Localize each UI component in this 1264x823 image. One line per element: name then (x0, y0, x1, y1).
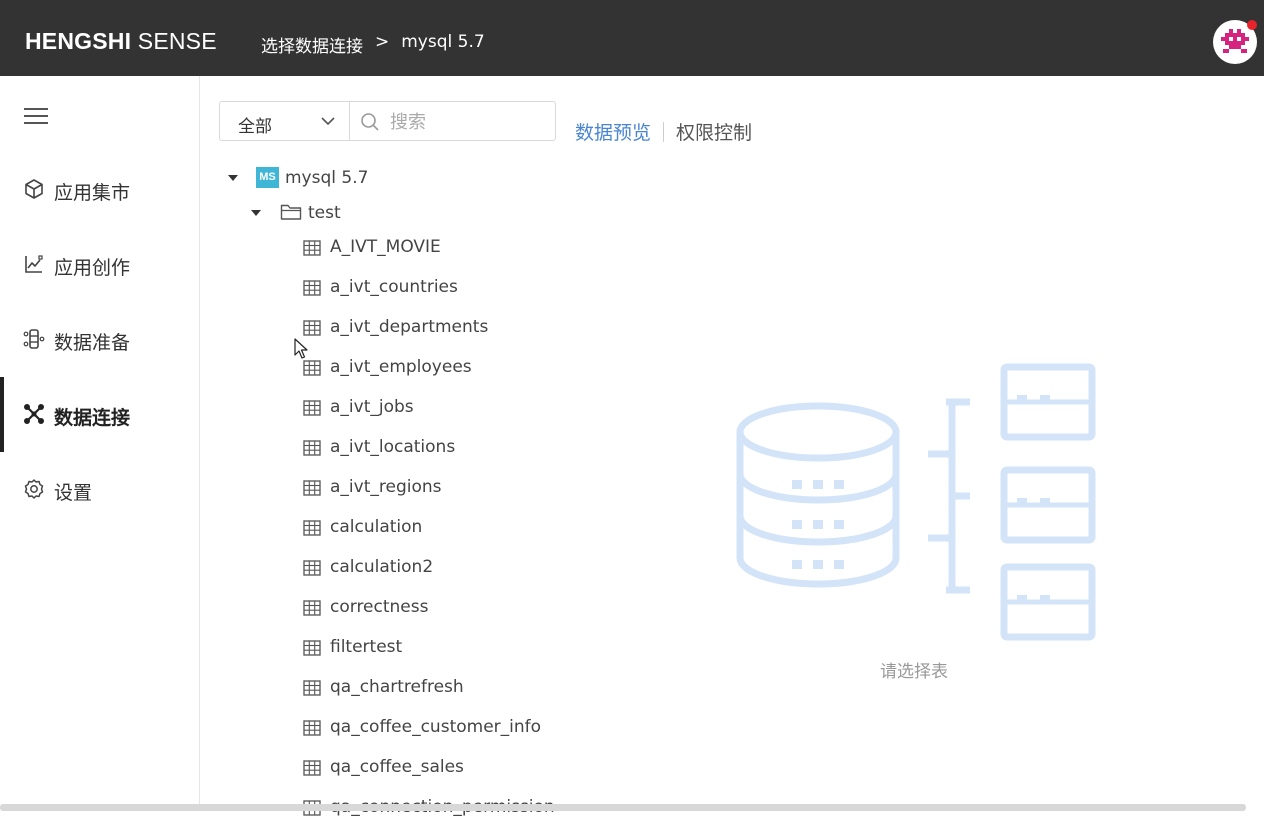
table-name: qa_chartrefresh (330, 677, 464, 697)
table-name: a_ivt_locations (330, 437, 456, 457)
mysql-badge-icon: MS (256, 167, 279, 188)
empty-state-text: 请选择表 (880, 662, 948, 682)
table-icon (303, 480, 321, 496)
table-row[interactable]: a_ivt_locations (303, 433, 563, 463)
table-name: a_ivt_departments (330, 317, 489, 337)
table-icon (303, 280, 321, 296)
table-name: a_ivt_regions (330, 477, 442, 497)
menu-toggle-icon[interactable] (24, 108, 48, 124)
horizontal-scrollbar[interactable] (0, 804, 1246, 811)
breadcrumb: 选择数据连接 > mysql 5.7 (261, 32, 485, 57)
search-input[interactable] (390, 108, 550, 136)
search-box (349, 101, 556, 141)
user-avatar[interactable] (1213, 20, 1257, 64)
sidebar-item-label: 设置 (54, 482, 93, 504)
table-icon (303, 320, 321, 336)
schema-name: test (308, 203, 341, 223)
table-icon (303, 760, 321, 776)
sidebar-item-label: 数据连接 (54, 407, 131, 429)
table-icon (303, 360, 321, 376)
table-icon (303, 600, 321, 616)
caret-down-icon[interactable] (251, 210, 261, 216)
filter-select-value: 全部 (238, 117, 272, 137)
table-icon (303, 640, 321, 656)
tab-divider (663, 121, 665, 142)
table-icon (303, 400, 321, 416)
sidebar-item-settings[interactable]: 设置 (0, 452, 200, 527)
table-row[interactable]: a_ivt_countries (303, 273, 563, 303)
cube-icon (25, 179, 43, 199)
table-row[interactable]: qa_coffee_customer_info (303, 713, 563, 743)
table-row[interactable]: A_IVT_MOVIE (303, 233, 563, 263)
breadcrumb-select-connection[interactable]: 选择数据连接 (261, 37, 363, 57)
table-name: calculation2 (330, 557, 434, 577)
app-logo[interactable]: HENGSHI SENSE (25, 28, 217, 54)
tab-permission-control[interactable]: 权限控制 (676, 122, 753, 144)
table-name: filtertest (330, 637, 403, 657)
table-name: qa_coffee_sales (330, 757, 464, 777)
folder-icon (280, 204, 302, 220)
table-row[interactable]: calculation2 (303, 553, 563, 583)
sidebar-item-data-connection[interactable]: 数据连接 (0, 377, 200, 452)
tree-node-connection[interactable]: MS mysql 5.7 (228, 163, 428, 193)
table-name: A_IVT_MOVIE (330, 237, 441, 257)
tree-node-schema[interactable]: test (251, 198, 411, 228)
chart-edit-icon (25, 255, 43, 273)
table-row[interactable]: qa_chartrefresh (303, 673, 563, 703)
table-name: a_ivt_jobs (330, 397, 414, 417)
database-illustration-icon (736, 363, 1096, 641)
sidebar-item-app-creation[interactable]: 应用创作 (0, 227, 200, 302)
sidebar-item-app-market[interactable]: 应用集市 (0, 152, 200, 227)
sidebar-item-label: 应用集市 (54, 182, 131, 204)
caret-down-icon[interactable] (228, 175, 238, 181)
table-row[interactable]: calculation (303, 513, 563, 543)
table-name: correctness (330, 597, 429, 617)
table-icon (303, 520, 321, 536)
table-name: calculation (330, 517, 423, 537)
gear-icon (24, 479, 44, 499)
table-row[interactable]: filtertest (303, 633, 563, 663)
avatar-icon (1221, 29, 1249, 53)
connection-name: mysql 5.7 (285, 168, 369, 188)
connection-icon (24, 404, 44, 424)
breadcrumb-current: mysql 5.7 (401, 32, 485, 52)
notification-dot (1247, 20, 1257, 30)
sidebar-item-label: 应用创作 (54, 257, 131, 279)
top-bar: HENGSHI SENSE 选择数据连接 > mysql 5.7 (0, 0, 1264, 76)
sidebar-item-label: 数据准备 (54, 332, 131, 354)
table-name: a_ivt_countries (330, 277, 458, 297)
table-icon (303, 560, 321, 576)
view-tabs: 数据预览 权限控制 (575, 118, 752, 145)
table-row[interactable]: a_ivt_regions (303, 473, 563, 503)
table-row[interactable]: qa_coffee_sales (303, 753, 563, 783)
sidebar-item-data-prep[interactable]: 数据准备 (0, 302, 200, 377)
breadcrumb-separator: > (375, 32, 390, 52)
table-name: qa_coffee_customer_info (330, 717, 542, 737)
table-row[interactable]: a_ivt_jobs (303, 393, 563, 423)
table-icon (303, 240, 321, 256)
table-row[interactable]: correctness (303, 593, 563, 623)
chevron-down-icon (321, 117, 335, 126)
table-row[interactable]: a_ivt_departments (303, 313, 563, 343)
table-icon (303, 680, 321, 696)
table-name: a_ivt_employees (330, 357, 472, 377)
mouse-cursor-icon (294, 338, 308, 359)
tab-data-preview[interactable]: 数据预览 (575, 122, 652, 144)
table-icon (303, 720, 321, 736)
table-row[interactable]: a_ivt_employees (303, 353, 563, 383)
data-prep-icon (23, 329, 45, 349)
search-icon (361, 113, 379, 131)
table-icon (303, 440, 321, 456)
sidebar: 应用集市 应用创作 数据准备 数据连接 (0, 76, 200, 811)
filter-select[interactable]: 全部 (219, 101, 350, 141)
